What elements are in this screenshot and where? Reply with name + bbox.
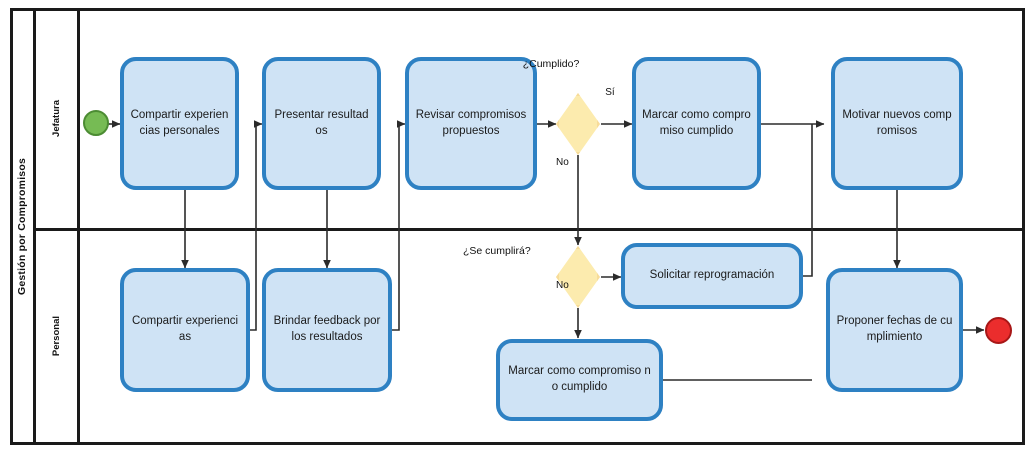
gateway-diamond-icon bbox=[556, 246, 600, 308]
task-revisar-compromisos-propuestos[interactable]: Revisar compromisos propuestos bbox=[405, 57, 537, 190]
task-brindar-feedback-por-los-resultados[interactable]: Brindar feedback por los resultados bbox=[262, 268, 392, 392]
task-label: Marcar como compromiso no cumplido bbox=[508, 365, 651, 393]
task-marcar-como-compromiso-cumplido[interactable]: Marcar como compromiso cumplido bbox=[632, 57, 761, 190]
task-label: Compartir experiencias bbox=[131, 315, 239, 343]
task-label: Motivar nuevos compromisos bbox=[842, 108, 952, 137]
task-label: Compartir experiencias personales bbox=[130, 108, 229, 137]
task-compartir-experiencias[interactable]: Compartir experiencias bbox=[120, 268, 250, 392]
flow-label-no-top: No bbox=[556, 157, 569, 168]
flow-label-si: Sí bbox=[605, 87, 615, 98]
task-motivar-nuevos-compromisos[interactable]: Motivar nuevos compromisos bbox=[831, 57, 963, 190]
task-label: Marcar como compromiso cumplido bbox=[642, 108, 751, 137]
flow-t6-to-t2 bbox=[250, 120, 263, 331]
task-presentar-resultados[interactable]: Presentar resultados bbox=[262, 57, 381, 190]
task-label: Brindar feedback por los resultados bbox=[273, 315, 381, 343]
flow-label-no-bottom: No bbox=[556, 280, 569, 291]
lane-divider bbox=[36, 228, 1025, 231]
pool-outline bbox=[10, 8, 1025, 445]
pool-title-cell: Gestión por Compromisos bbox=[10, 8, 36, 445]
task-label: Solicitar reprogramación bbox=[649, 269, 775, 282]
task-label: Revisar compromisos propuestos bbox=[415, 108, 527, 137]
lane-label-cell-personal: Personal bbox=[36, 228, 80, 445]
task-label: Proponer fechas de cumplimiento bbox=[836, 315, 953, 343]
end-event[interactable] bbox=[985, 317, 1012, 344]
gateway-cumplido[interactable] bbox=[556, 93, 600, 155]
gateway-se-cumplira[interactable] bbox=[556, 246, 600, 308]
lane-label-cell-jefatura: Jefatura bbox=[36, 8, 80, 228]
task-label: Presentar resultados bbox=[274, 108, 369, 137]
task-proponer-fechas-de-cumplimiento[interactable]: Proponer fechas de cumplimiento bbox=[826, 268, 963, 392]
gateway-label-cumplido: ¿Cumplido? bbox=[522, 58, 580, 70]
task-solicitar-reprogramacion[interactable]: Solicitar reprogramación bbox=[621, 243, 803, 309]
flow-t7-to-t3 bbox=[392, 120, 406, 331]
task-marcar-como-compromiso-no-cumplido[interactable]: Marcar como compromiso no cumplido bbox=[496, 339, 663, 421]
start-event[interactable] bbox=[83, 110, 109, 136]
flow-t8-to-t5 bbox=[803, 124, 813, 277]
gateway-label-se-cumplira: ¿Se cumplirá? bbox=[463, 245, 531, 257]
task-compartir-experiencias-personales[interactable]: Compartir experiencias personales bbox=[120, 57, 239, 190]
gateway-diamond-icon bbox=[556, 93, 600, 155]
